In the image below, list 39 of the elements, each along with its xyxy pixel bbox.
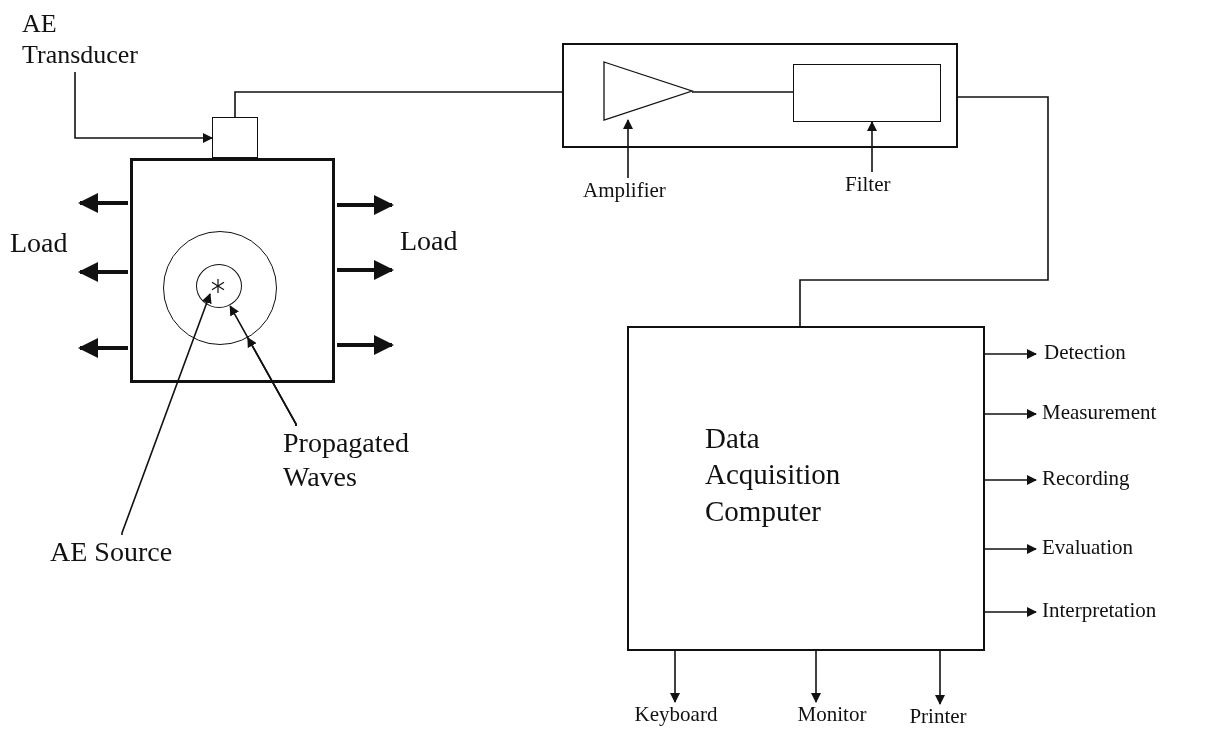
output-label: Evaluation xyxy=(1036,535,1172,563)
arrow xyxy=(984,544,1037,554)
arrow xyxy=(867,121,877,173)
callout-label: AE Source xyxy=(50,535,218,572)
arrow xyxy=(247,336,297,427)
output-label: Measurement xyxy=(1036,400,1206,428)
amplifier-triangle xyxy=(604,62,692,120)
arrow xyxy=(74,71,213,143)
arrow xyxy=(984,349,1037,359)
arrow xyxy=(984,409,1037,419)
arrow xyxy=(984,475,1037,485)
asterisk-icon xyxy=(210,278,226,294)
arrow xyxy=(984,607,1037,617)
peripheral-label: Monitor xyxy=(780,702,884,730)
output-label: Interpretation xyxy=(1036,598,1206,626)
specimen-box xyxy=(130,158,335,383)
peripheral-label: Keyboard xyxy=(614,702,738,730)
callout-label: AE Transducer xyxy=(22,8,160,72)
output-label: Detection xyxy=(1036,340,1160,368)
arrow xyxy=(935,650,945,705)
load-label: Load xyxy=(400,224,458,258)
output-label: Recording xyxy=(1036,466,1170,494)
transducer-box xyxy=(212,117,258,158)
arrow xyxy=(623,119,633,179)
signal-wire xyxy=(691,91,794,93)
callout-label: Amplifier xyxy=(583,178,692,206)
callout-label: Propagated Waves xyxy=(283,426,460,494)
computer-box xyxy=(627,326,985,651)
arrow xyxy=(670,650,680,703)
load-label: Load xyxy=(10,226,68,260)
box-label: Data Acquisition Computer xyxy=(705,421,842,529)
peripheral-label: Printer xyxy=(890,704,986,732)
filter-box xyxy=(793,64,941,122)
signal-wire xyxy=(799,96,1049,327)
signal-wire xyxy=(234,91,563,118)
callout-label: Filter xyxy=(845,172,908,200)
arrow xyxy=(121,293,212,536)
arrow xyxy=(811,650,821,703)
signal-conditioner-box xyxy=(562,43,958,148)
